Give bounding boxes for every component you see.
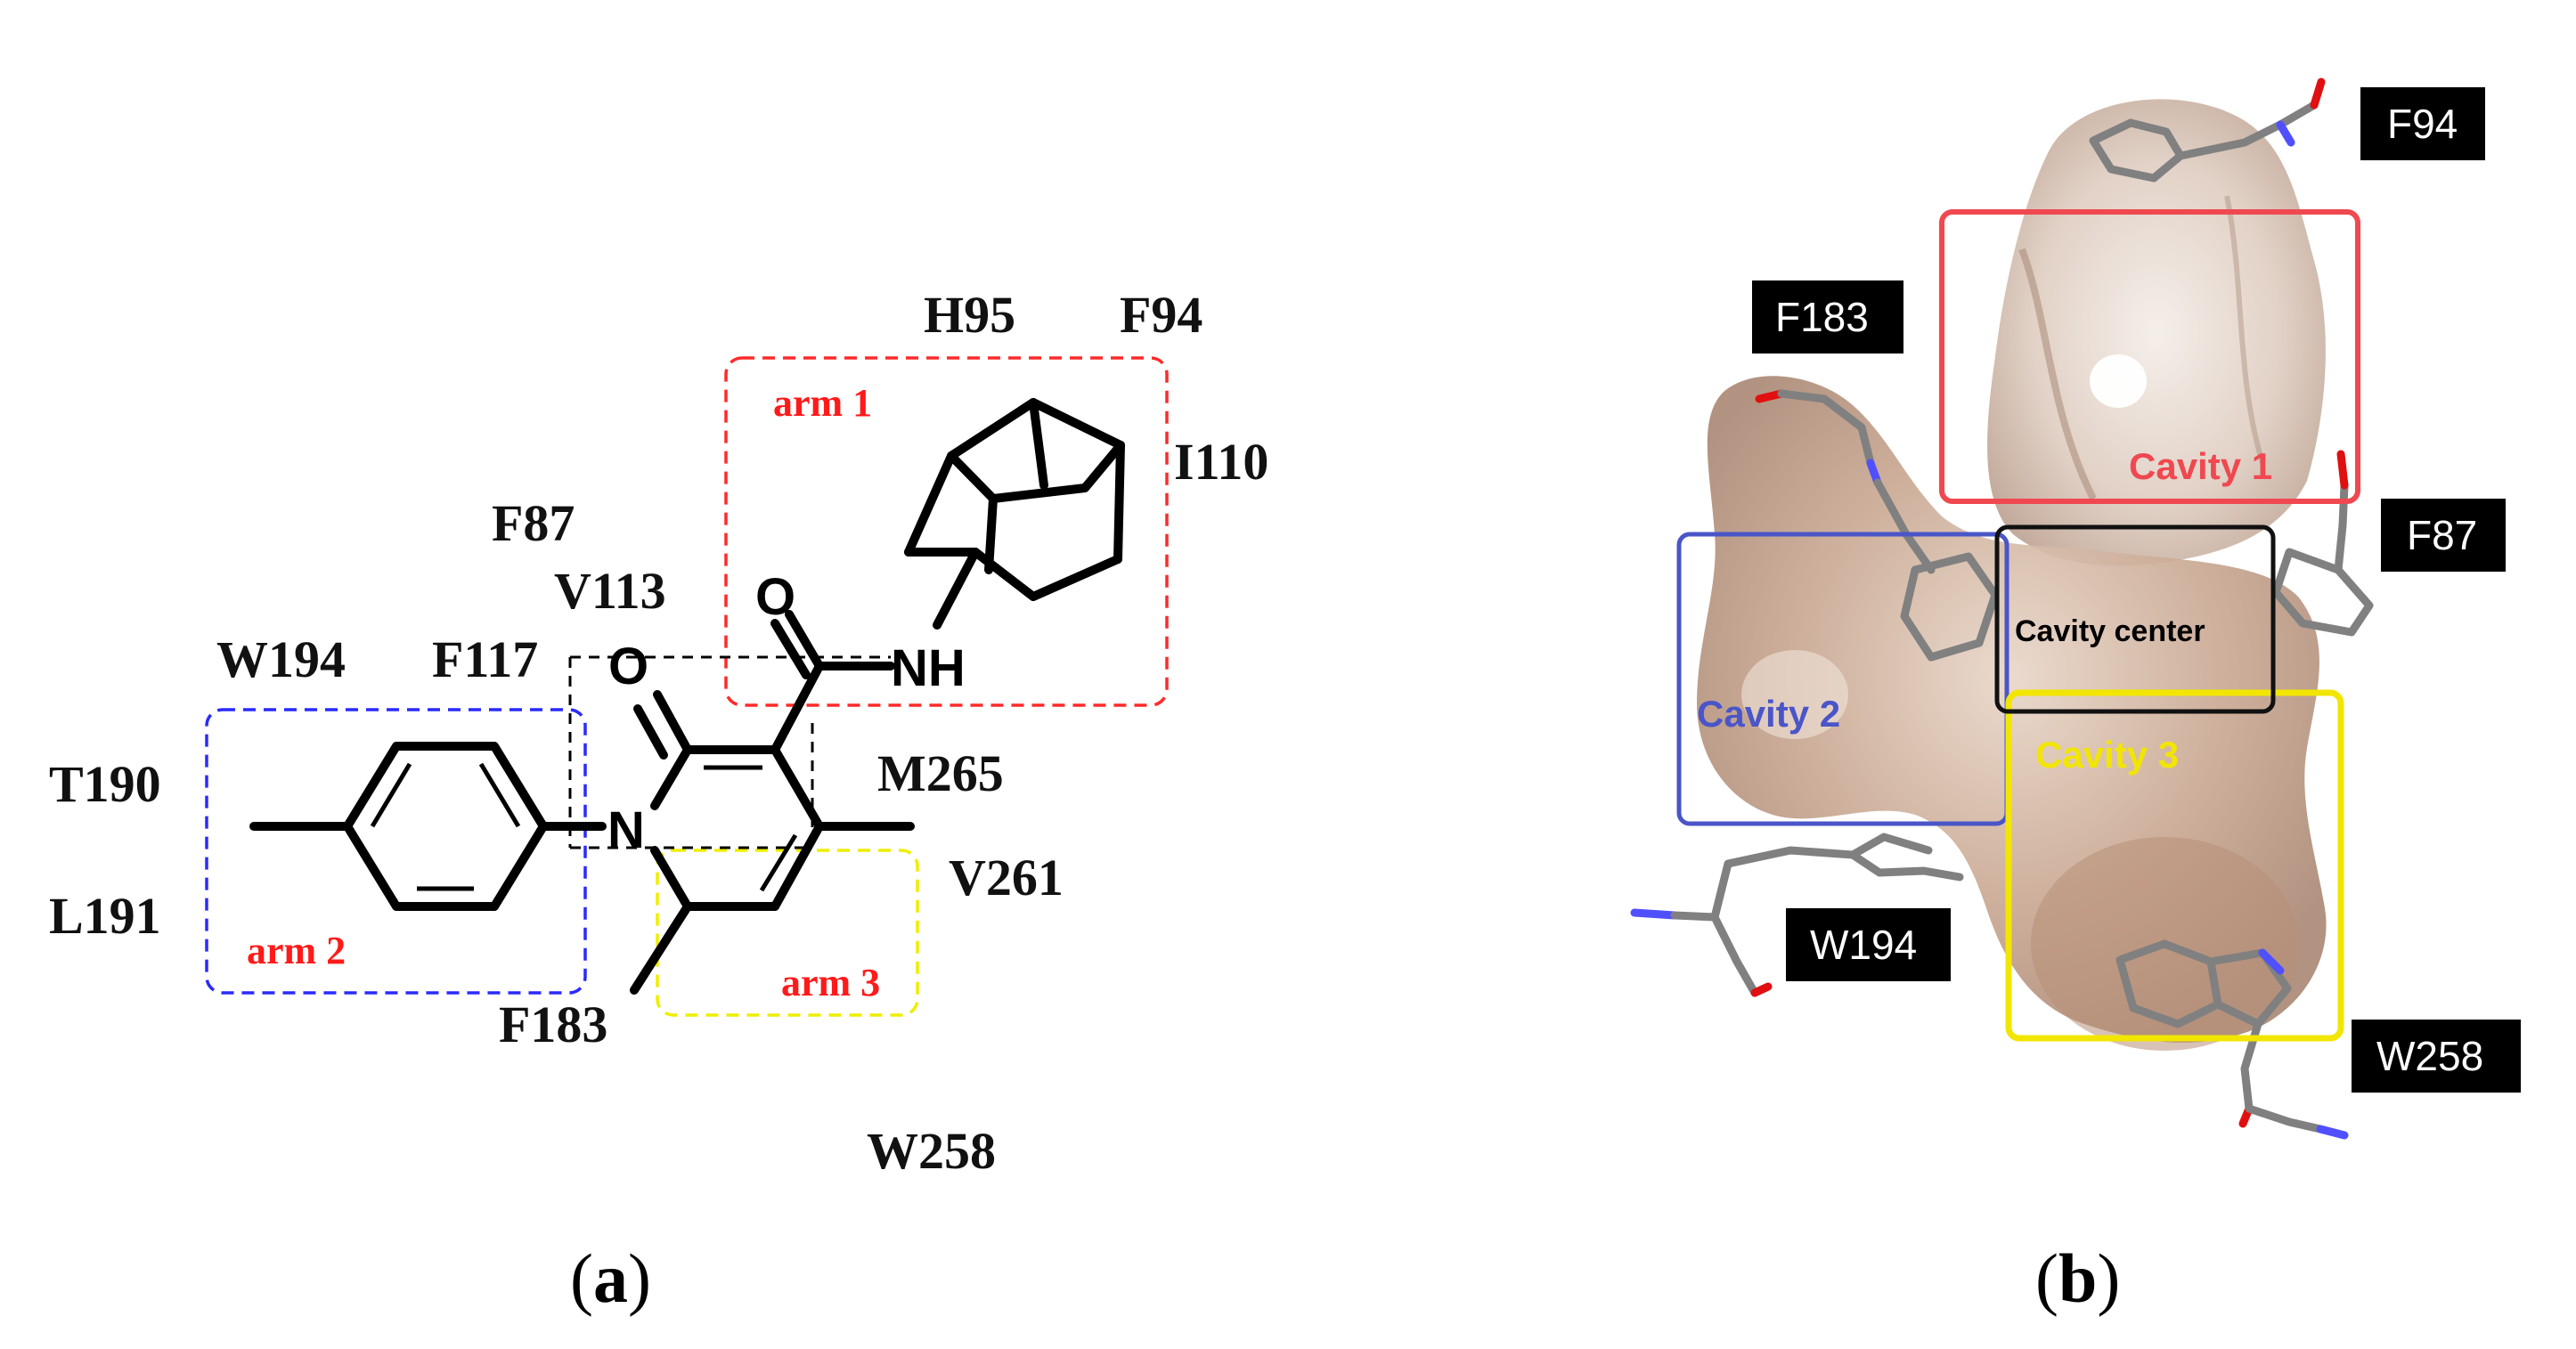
cavity1-box (1939, 209, 2360, 504)
arm1-label: arm 1 (773, 381, 872, 425)
tag-f94-box (2360, 87, 2485, 160)
tag-w258-box (2352, 1020, 2521, 1093)
tag-f87: F87 (2407, 512, 2477, 558)
tag-f183: F183 (1775, 294, 1869, 340)
tag-w194: W194 (1810, 922, 1917, 968)
residue-l191: L191 (49, 887, 161, 945)
residue-f94: F94 (1120, 286, 1202, 344)
cavity-center-label: Cavity center (2015, 614, 2205, 648)
panel-a: O O NH N H95 F94 I110 F87 V113 W194 F117… (49, 286, 1268, 1317)
surface-upper-lobe (1987, 99, 2326, 566)
amide-oxygen-label: O (755, 568, 795, 626)
stick-f94 (2089, 77, 2326, 183)
tolyl-ring (249, 742, 607, 911)
adamantane (904, 398, 1125, 630)
cavity2-box (1676, 532, 2009, 826)
interaction-lines (568, 655, 891, 849)
caption-a-close: ) (628, 1239, 651, 1317)
residue-w194: W194 (216, 630, 346, 688)
stick-w194 (1630, 833, 1964, 997)
caption-b-open: ( (2035, 1239, 2058, 1317)
cavity3-box (2005, 689, 2344, 1042)
residue-f183: F183 (499, 995, 607, 1053)
residue-h95: H95 (924, 286, 1015, 344)
residue-w258: W258 (867, 1122, 996, 1180)
caption-b-close: ) (2097, 1239, 2120, 1317)
residue-v261: V261 (949, 849, 1064, 906)
residue-i110: I110 (1174, 433, 1268, 491)
panel-b: Cavity 1 Cavity 2 Cavity 3 Cavity center… (1630, 77, 2521, 1317)
residue-f117: F117 (432, 630, 538, 688)
caption-a: (a) (570, 1239, 651, 1317)
cavity1-label: Cavity 1 (2129, 445, 2272, 487)
caption-b: (b) (2035, 1239, 2120, 1317)
surface-highlight (1741, 650, 1848, 739)
tag-w194-box (1786, 908, 1951, 981)
arm3-label: arm 3 (781, 961, 880, 1004)
tag-f87-box (2381, 499, 2506, 572)
stick-w258 (2115, 939, 2349, 1140)
cavity2-label: Cavity 2 (1697, 693, 1840, 735)
surface-hole (2090, 354, 2147, 408)
surface-fold-2 (2224, 195, 2265, 464)
tag-f94: F94 (2387, 101, 2458, 147)
residue-t190: T190 (49, 755, 161, 813)
caption-b-letter: b (2058, 1239, 2097, 1317)
caption-a-open: ( (570, 1239, 593, 1317)
ring-oxygen-label: O (608, 638, 648, 695)
surface-fold (2018, 248, 2097, 500)
arm2-label: arm 2 (247, 929, 346, 972)
residue-m265: M265 (877, 744, 1004, 802)
pyridinone-ring (630, 610, 915, 995)
cavity3-label: Cavity 3 (2035, 734, 2179, 776)
caption-a-letter: a (593, 1239, 628, 1317)
cavity-center-box (1994, 524, 2276, 714)
tag-w258: W258 (2376, 1033, 2483, 1079)
nh-label: NH (891, 639, 966, 697)
residue-f87: F87 (492, 494, 575, 552)
arm2-box (205, 708, 587, 995)
ring-nitrogen-label: N (607, 801, 645, 859)
tag-f183-box (1752, 280, 1903, 354)
residue-v113: V113 (554, 562, 666, 620)
